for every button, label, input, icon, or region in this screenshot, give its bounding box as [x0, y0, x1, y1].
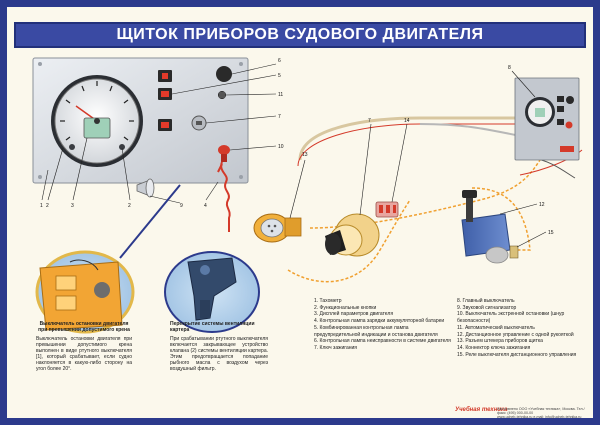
legend-item: 7. Ключ зажигания — [314, 344, 357, 351]
label-6: 6 — [278, 58, 281, 64]
callout-left-heading: Выключатель остановки двигателя при прев… — [38, 321, 130, 333]
label-13: 13 — [302, 152, 308, 158]
ignition-switch — [325, 213, 380, 257]
buzzer-horn — [136, 178, 155, 198]
callout-right-text: Перекрытие системы вентиляции картера Пр… — [170, 321, 268, 372]
label-12: 12 — [539, 202, 545, 208]
legend-item: 2. Функциональные кнопки — [314, 304, 377, 311]
legend-item: 15. Реле выключателя дистанционного упра… — [457, 351, 577, 358]
label-9: 9 — [180, 203, 183, 209]
callout-left-body: Выключатель остановки двигателя при прев… — [36, 336, 132, 372]
label-7b: 7 — [368, 118, 371, 124]
remote-control-lever — [461, 190, 511, 264]
label-7: 7 — [278, 114, 281, 120]
callout-left-illustration — [35, 250, 135, 334]
brand-logo: Учебная техника — [455, 407, 508, 413]
label-2: 2 — [46, 203, 49, 209]
safety-lanyard — [217, 161, 231, 232]
legend-item: 9. Звуковой сигнализатор — [457, 304, 517, 311]
legend-item: 10. Выключатель экстренной остановки (шн… — [457, 311, 565, 325]
poster-title: ЩИТОК ПРИБОРОВ СУДОВОГО ДВИГАТЕЛЯ — [116, 26, 484, 43]
callout-numbers: 1 2 3 2 9 4 6 5 11 7 10 13 7 14 8 12 15 — [40, 58, 554, 236]
legend-item: 8. Главный выключатель — [457, 298, 515, 304]
mini-panel — [514, 77, 580, 161]
footer-line: www.ucheb-tehnika.ru e-mail: info@ucheb-… — [497, 415, 582, 420]
component-leader-lines — [289, 70, 547, 248]
legend-item: 1. Тахометр — [314, 298, 342, 304]
callout-left-connector — [119, 184, 181, 259]
title-bar: ЩИТОК ПРИБОРОВ СУДОВОГО ДВИГАТЕЛЯ — [14, 22, 586, 48]
legend-item: 3. Дисплей параметров двигателя — [314, 311, 394, 318]
legend-item: 6. Контрольная лампа неисправности в сис… — [314, 338, 451, 345]
label-8: 8 — [508, 65, 511, 71]
callout-right-body: При срабатывании ртутного выключателя вк… — [170, 336, 268, 372]
legend-item: 14. Коннектор ключа зажигания — [457, 344, 531, 351]
label-14: 14 — [404, 118, 410, 124]
label-4: 4 — [204, 203, 207, 209]
legend-item: 12. Дистанционное управление с одной рук… — [457, 331, 574, 338]
legend-item: 4. Контрольная лампа зарядки аккумулятор… — [314, 318, 445, 325]
label-1: 1 — [40, 203, 43, 209]
label-2b: 2 — [128, 203, 131, 209]
relay — [509, 245, 519, 259]
legend-item: 13. Разъем штекера приборов щитка — [457, 338, 543, 345]
legend-item: 11. Автоматический выключатель — [457, 324, 535, 331]
warning-lamps — [158, 70, 172, 131]
label-3: 3 — [71, 203, 74, 209]
label-11: 11 — [278, 92, 283, 98]
callout-right-heading: Перекрытие системы вентиляции картера — [170, 321, 255, 333]
label-5: 5 — [278, 73, 281, 79]
legend-item: 5. Комбинированная контрольная лампа пре… — [314, 324, 438, 338]
tachometer-gauge — [51, 75, 143, 167]
connector-plug — [253, 213, 302, 243]
footer-line: Изготовлено ООО «Учебная техника», Москв… — [497, 407, 585, 416]
panel-leader-lines — [41, 63, 277, 204]
label-10: 10 — [278, 144, 284, 150]
legend-left: 1. Тахометр 2. Функциональные кнопки 3. … — [314, 298, 454, 352]
callout-right-illustration — [164, 251, 260, 333]
legend-right: 8. Главный выключатель 9. Звуковой сигна… — [457, 298, 589, 358]
label-15: 15 — [548, 230, 554, 236]
callout-left-text: Выключатель остановки двигателя при прев… — [36, 321, 132, 372]
publisher-footer: Изготовлено ООО «Учебная техника», Москв… — [497, 407, 589, 420]
panel-controls — [191, 66, 232, 162]
ignition-connector — [375, 201, 399, 218]
